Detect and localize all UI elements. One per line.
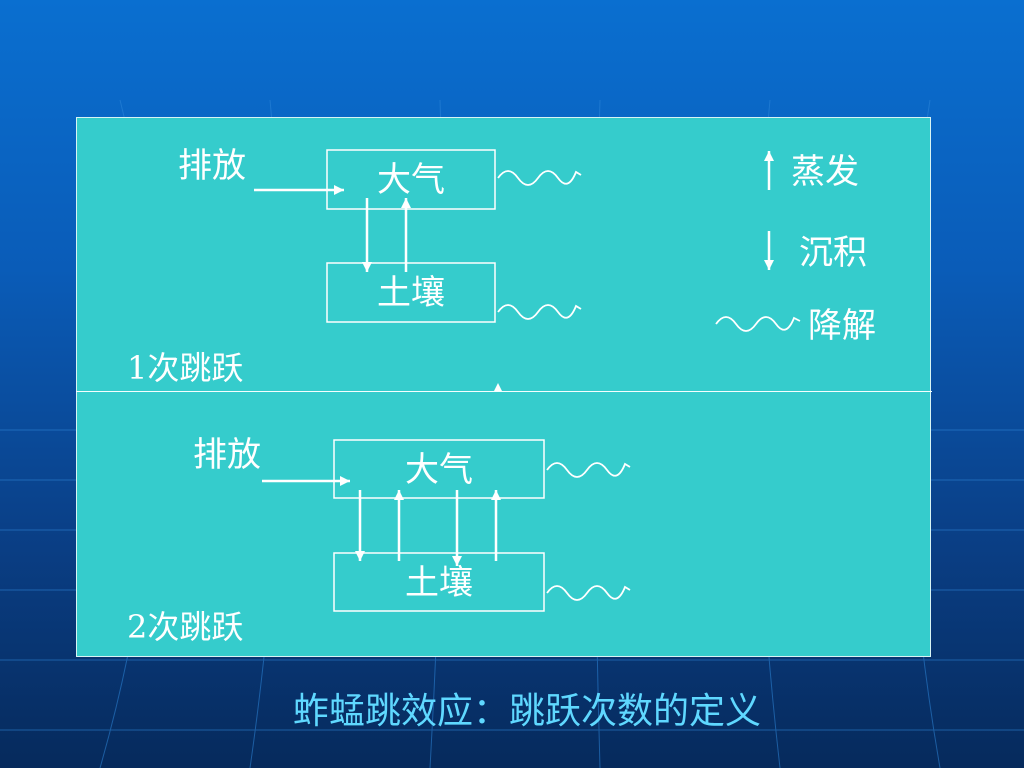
atmosphere-label-1: 大气 [377,160,445,200]
soil-label-2: 土壤 [405,563,473,603]
step-label-2: 2次跳跃 [127,608,244,646]
soil-box-1 [326,262,496,323]
legend-deposition-label: 沉积 [799,233,867,273]
divider-tick [494,383,502,391]
soil-label-1: 土壤 [377,273,445,313]
legend-evaporation-label: 蒸发 [791,152,859,192]
legend-degradation-wave [715,316,801,332]
atmosphere-box-2 [333,439,545,499]
degradation-wave-atmosphere-2 [546,462,631,478]
slide-caption: 蚱蜢跳效应：跳跃次数的定义 [292,691,761,732]
step-label-1: 1次跳跃 [127,349,244,387]
diagram-panel [76,117,931,657]
degradation-wave-atmosphere-1 [497,170,582,186]
atmosphere-box-1 [326,149,496,210]
legend-degradation-label: 降解 [808,306,876,346]
emission-label-2: 排放 [193,435,261,475]
panel-divider [76,391,932,392]
emission-label-1: 排放 [178,146,246,186]
degradation-wave-soil-1 [497,304,582,320]
degradation-wave-soil-2 [546,585,631,601]
atmosphere-label-2: 大气 [405,450,473,490]
soil-box-2 [333,552,545,612]
